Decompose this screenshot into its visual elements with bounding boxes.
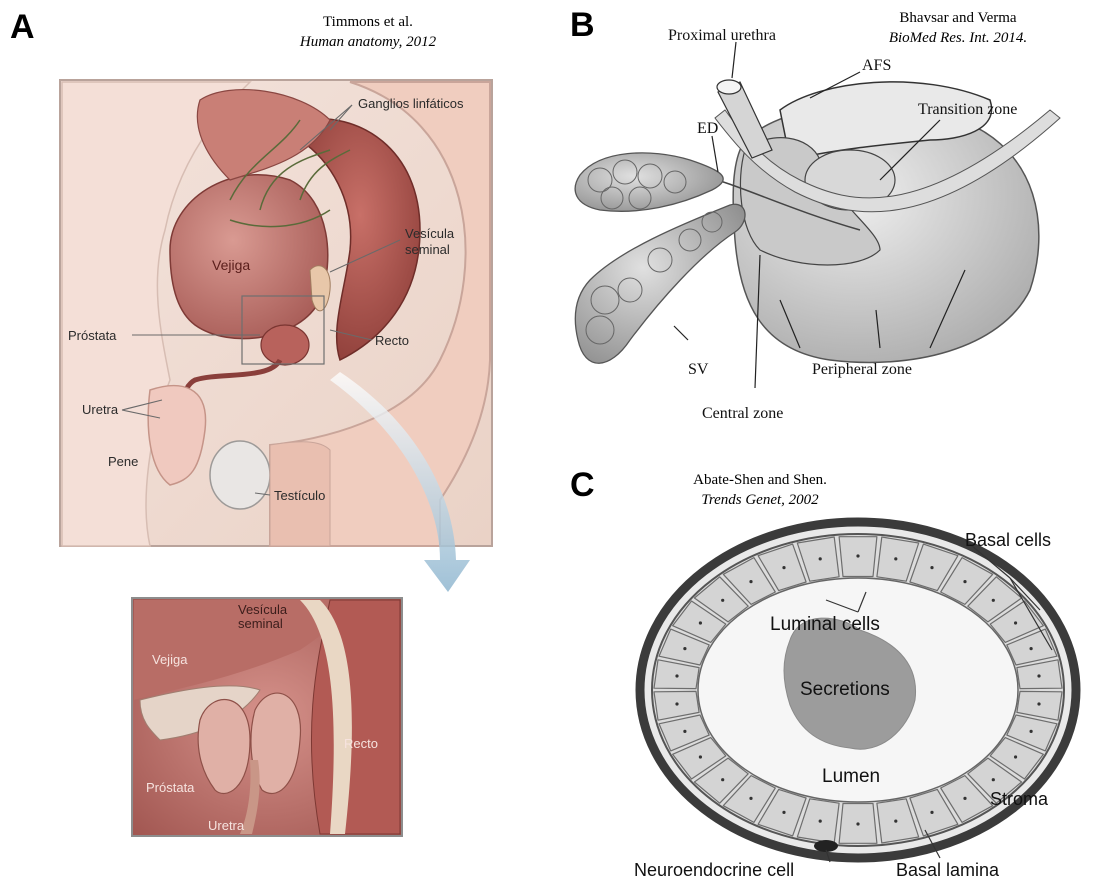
label-basal-cells: Basal cells: [965, 530, 1051, 550]
luminal-cell-nucleus: [856, 822, 859, 825]
luminal-cell-nucleus: [782, 811, 785, 814]
label-luminal-cells: Luminal cells: [770, 614, 880, 635]
label-lumen: Lumen: [822, 766, 880, 787]
luminal-cell-nucleus: [683, 730, 686, 733]
luminal-cell-nucleus: [749, 580, 752, 583]
luminal-cell-nucleus: [683, 647, 686, 650]
luminal-cell-nucleus: [856, 554, 859, 557]
luminal-cell-nucleus: [819, 820, 822, 823]
luminal-cell-nucleus: [721, 778, 724, 781]
luminal-cell-nucleus: [1037, 674, 1040, 677]
luminal-cell-nucleus: [1014, 621, 1017, 624]
luminal-cell-nucleus: [963, 797, 966, 800]
luminal-cell-nucleus: [963, 580, 966, 583]
luminal-cell-nucleus: [699, 621, 702, 624]
luminal-cell-nucleus: [782, 566, 785, 569]
label-stroma: Stroma: [990, 789, 1049, 809]
label-neuroendocrine-cell: Neuroendocrine cell: [634, 860, 794, 878]
luminal-cell-nucleus: [699, 755, 702, 758]
luminal-cell-nucleus: [894, 557, 897, 560]
luminal-cell-nucleus: [1037, 702, 1040, 705]
luminal-cell-nucleus: [819, 557, 822, 560]
luminal-cell-nucleus: [992, 599, 995, 602]
label-secretions: Secretions: [800, 679, 890, 700]
luminal-cell-nucleus: [894, 820, 897, 823]
luminal-cell-nucleus: [992, 778, 995, 781]
label-basal-lamina: Basal lamina: [896, 860, 1000, 878]
luminal-cell-nucleus: [675, 702, 678, 705]
luminal-cell-nucleus: [930, 811, 933, 814]
luminal-cell-nucleus: [1030, 730, 1033, 733]
luminal-cell-nucleus: [749, 797, 752, 800]
luminal-cell-nucleus: [675, 674, 678, 677]
luminal-cell-nucleus: [1030, 647, 1033, 650]
luminal-cell-nucleus: [1014, 755, 1017, 758]
luminal-cell-nucleus: [930, 566, 933, 569]
luminal-cell-nucleus: [721, 599, 724, 602]
